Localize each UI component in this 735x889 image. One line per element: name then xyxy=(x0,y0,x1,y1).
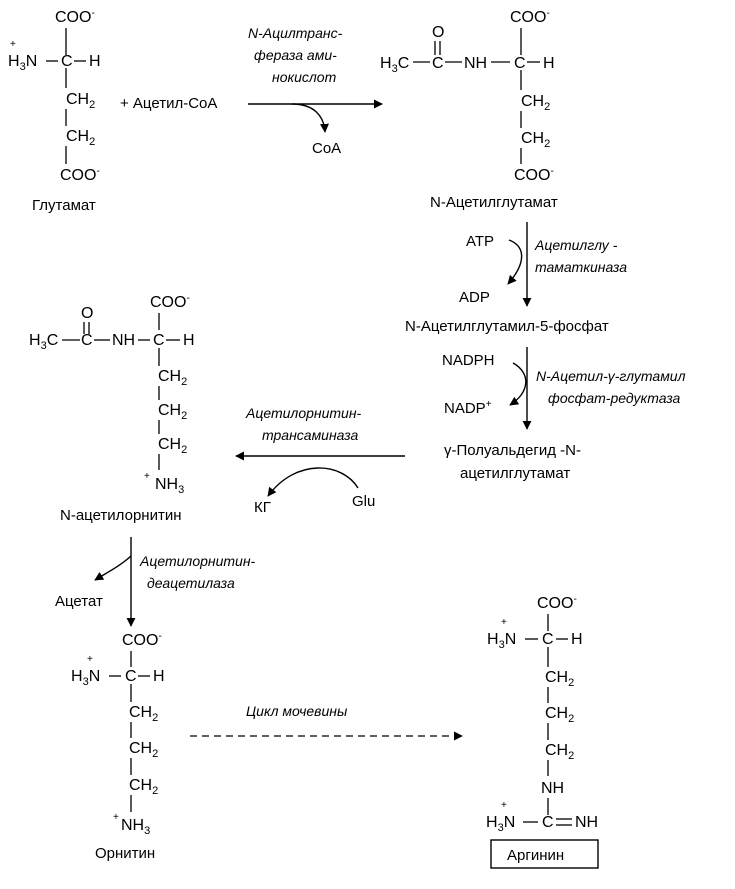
svg-text:CH2: CH2 xyxy=(521,130,550,150)
svg-text:CH2: CH2 xyxy=(545,705,574,725)
glu-label: Glu xyxy=(352,493,375,510)
svg-text:NH3: NH3 xyxy=(155,476,184,496)
svg-text:CH2: CH2 xyxy=(129,777,158,797)
glutamate-structure: COO- + H3N C H CH2 CH2 COO- xyxy=(8,8,101,184)
semialdehyde-label-line-1: γ-Полуальдегид -N- xyxy=(444,442,581,459)
acetate-release-arrow xyxy=(94,555,132,581)
svg-text:H: H xyxy=(543,55,555,72)
svg-text:CH2: CH2 xyxy=(129,704,158,724)
n-acetylornithine-structure: COO- O H3C C NH C H CH2 CH2 CH2 + NH3 xyxy=(29,293,195,496)
svg-text:C: C xyxy=(61,53,73,70)
svg-text:Ацетилглу -: Ацетилглу - xyxy=(534,237,618,253)
svg-text:таматкиназа: таматкиназа xyxy=(535,259,627,275)
svg-text:H3C: H3C xyxy=(380,55,409,75)
ornithine-label: Орнитин xyxy=(95,845,155,862)
svg-text:CH2: CH2 xyxy=(129,740,158,760)
arginine-label: Аргинин xyxy=(507,847,564,864)
enzyme-acetylglutamate-kinase: Ацетилглу - таматкиназа xyxy=(534,237,627,275)
svg-text:NH: NH xyxy=(464,55,487,72)
svg-text:H3C: H3C xyxy=(29,332,58,352)
svg-text:нокислот: нокислот xyxy=(272,69,337,85)
svg-text:H: H xyxy=(571,631,583,648)
svg-text:C: C xyxy=(81,332,93,349)
svg-text:+: + xyxy=(501,617,507,628)
svg-text:H: H xyxy=(183,332,195,349)
coa-release-arrow xyxy=(291,103,329,133)
atp-to-adp-arrow xyxy=(507,239,523,285)
svg-text:CH2: CH2 xyxy=(158,368,187,388)
svg-text:+: + xyxy=(87,654,93,665)
arginine-box xyxy=(490,839,599,869)
svg-text:+: + xyxy=(10,39,16,50)
svg-text:H3N: H3N xyxy=(71,668,100,688)
svg-text:трансаминаза: трансаминаза xyxy=(262,427,358,443)
svg-text:CH2: CH2 xyxy=(521,93,550,113)
svg-text:N-Ацилтранс-: N-Ацилтранс- xyxy=(248,25,343,41)
svg-text:H3N: H3N xyxy=(487,631,516,651)
svg-text:C: C xyxy=(542,631,554,648)
n-acetylglutamyl-phosphate-label: N-Ацетилглутамил-5-фосфат xyxy=(405,318,609,335)
nadph-to-nadp-arrow xyxy=(509,362,527,406)
svg-text:H3N: H3N xyxy=(486,814,515,834)
svg-text:CH2: CH2 xyxy=(158,436,187,456)
svg-text:COO-: COO- xyxy=(510,8,550,26)
acetate-label: Ацетат xyxy=(55,593,103,610)
svg-text:NH: NH xyxy=(575,814,598,831)
enzyme-phosphate-reductase: N-Ацетил-γ-глутамил фосфат-редуктаза xyxy=(536,368,686,406)
svg-text:NH3: NH3 xyxy=(121,817,150,837)
svg-text:O: O xyxy=(81,305,93,322)
svg-text:CH2: CH2 xyxy=(66,91,95,111)
ornithine-structure: COO- + H3N C H CH2 CH2 CH2 + NH3 xyxy=(71,631,165,837)
svg-text:фераза ами-: фераза ами- xyxy=(254,47,337,63)
nadph-label: NADPH xyxy=(442,352,495,369)
svg-text:NH: NH xyxy=(541,780,564,797)
svg-text:COO-: COO- xyxy=(514,166,554,184)
svg-text:NH: NH xyxy=(112,332,135,349)
svg-text:H: H xyxy=(153,668,165,685)
glu-to-kg-arrow xyxy=(267,467,359,497)
amino-group: H3N xyxy=(8,53,37,73)
svg-text:+: + xyxy=(501,800,507,811)
svg-text:C: C xyxy=(125,668,137,685)
arginine-structure: COO- + H3N C H CH2 CH2 CH2 NH + H3N C NH xyxy=(486,594,598,834)
svg-text:Ацетилорнитин-: Ацетилорнитин- xyxy=(245,405,362,421)
svg-text:O: O xyxy=(432,24,444,41)
svg-text:H: H xyxy=(89,53,101,70)
n-acetylornithine-label: N-ацетилорнитин xyxy=(60,507,182,524)
nadp-label: NADP+ xyxy=(444,399,492,417)
svg-text:деацетилаза: деацетилаза xyxy=(147,575,235,591)
urea-cycle-label: Цикл мочевины xyxy=(246,703,348,719)
svg-text:фосфат-редуктаза: фосфат-редуктаза xyxy=(548,390,681,406)
glutamate-label: Глутамат xyxy=(32,197,96,214)
svg-text:C: C xyxy=(153,332,165,349)
svg-text:N-Ацетил-γ-глутамил: N-Ацетил-γ-глутамил xyxy=(536,368,686,384)
kg-label: КГ xyxy=(254,499,271,516)
svg-text:CH2: CH2 xyxy=(545,669,574,689)
svg-text:CH2: CH2 xyxy=(66,128,95,148)
svg-text:C: C xyxy=(542,814,554,831)
coa-label: CoA xyxy=(312,140,341,157)
acetyl-coa-label: + Ацетил-CoA xyxy=(120,95,217,112)
enzyme-acyltransferase: N-Ацилтранс- фераза ами- нокислот xyxy=(248,25,343,85)
coo-group: COO- xyxy=(55,8,95,26)
atp-label: ATP xyxy=(466,233,494,250)
svg-text:CH2: CH2 xyxy=(545,742,574,762)
svg-text:CH2: CH2 xyxy=(158,402,187,422)
semialdehyde-label-line-2: ацетилглутамат xyxy=(460,465,570,482)
svg-text:C: C xyxy=(514,55,526,72)
svg-text:COO-: COO- xyxy=(537,594,577,612)
svg-text:COO-: COO- xyxy=(122,631,162,649)
svg-text:+: + xyxy=(113,812,119,823)
svg-text:COO-: COO- xyxy=(150,293,190,311)
svg-text:+: + xyxy=(144,471,150,482)
svg-text:Ацетилорнитин-: Ацетилорнитин- xyxy=(139,553,256,569)
enzyme-acetylornithine-transaminase: Ацетилорнитин- трансаминаза xyxy=(245,405,362,443)
svg-text:C: C xyxy=(432,55,444,72)
n-acetylglutamate-structure: COO- O H3C C NH C H CH2 CH2 COO- xyxy=(380,8,555,184)
adp-label: ADP xyxy=(459,289,490,306)
svg-text:COO-: COO- xyxy=(60,166,100,184)
n-acetylglutamate-label: N-Ацетилглутамат xyxy=(430,194,558,211)
enzyme-acetylornithine-deacetylase: Ацетилорнитин- деацетилаза xyxy=(139,553,256,591)
